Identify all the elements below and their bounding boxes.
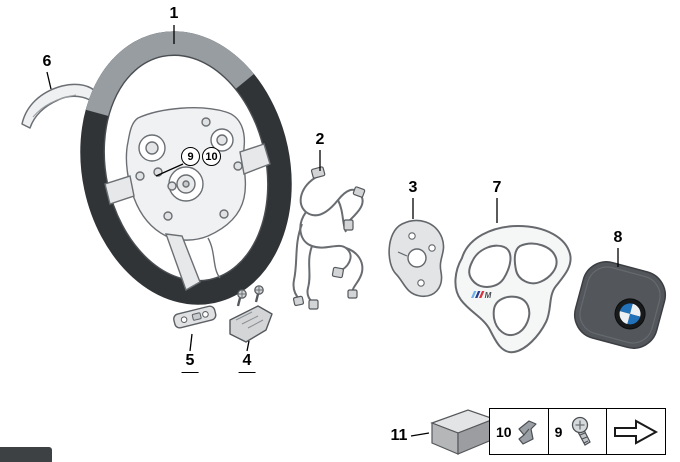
arrow-icon [614, 418, 659, 445]
legend-number-10: 10 [496, 423, 512, 440]
legend-number-9: 9 [554, 423, 563, 440]
svg-text:M: M [485, 291, 492, 300]
callout-1[interactable]: 1 [169, 5, 179, 22]
leader-lines [46, 25, 619, 437]
legend-cell-10[interactable]: 10 [490, 409, 548, 454]
watermark [0, 447, 52, 462]
part-7-trim-cover: M [454, 224, 572, 354]
bmw-roundel-icon [614, 298, 646, 330]
part-1-steering-wheel [80, 31, 292, 305]
hotspot-10[interactable]: 10 [202, 147, 221, 166]
clip-icon [518, 419, 537, 445]
hotspot-9[interactable]: 9 [181, 147, 200, 166]
callout-7[interactable]: 7 [492, 179, 502, 196]
part-4-bracket-with-screws [229, 285, 273, 343]
screw [236, 289, 247, 307]
part-11-box [430, 409, 496, 455]
part-8-airbag-module [573, 261, 667, 349]
screw-icon [572, 416, 592, 446]
callout-3[interactable]: 3 [408, 179, 418, 196]
legend-cell-arrow[interactable] [606, 409, 665, 454]
part-3-backing-plate [388, 219, 445, 297]
m-badge: M [471, 291, 492, 300]
callout-11[interactable]: 11 [390, 427, 408, 444]
callout-4[interactable]: 4 [238, 353, 256, 373]
callout-5[interactable]: 5 [181, 353, 199, 373]
wheel-hub [104, 107, 271, 292]
legend-cell-9[interactable]: 9 [547, 409, 607, 454]
callout-8[interactable]: 8 [613, 229, 623, 246]
screw [254, 285, 264, 303]
callout-2[interactable]: 2 [315, 131, 325, 148]
callout-6[interactable]: 6 [42, 53, 52, 70]
part-5-bracket [173, 305, 217, 329]
legend-table: 10 9 [489, 408, 666, 455]
part-2-wiring-harness [292, 166, 366, 310]
